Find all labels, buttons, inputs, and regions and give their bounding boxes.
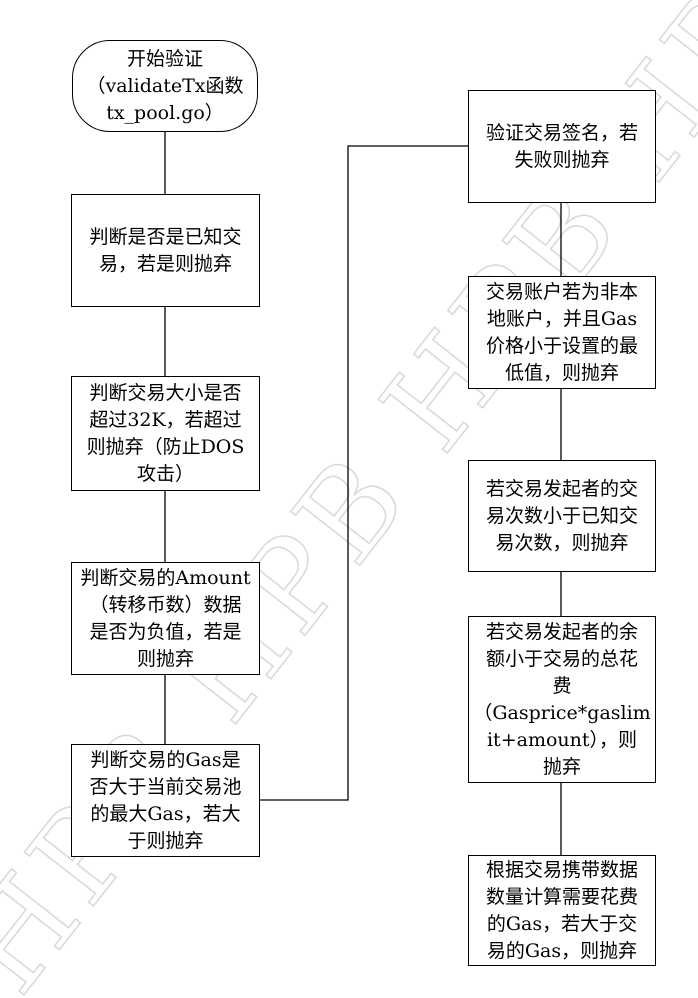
step-gas-limit-check: 判断交易的Gas是 否大于当前交易池 的最大Gas，若大 于则抛弃 xyxy=(71,744,260,857)
step-label: 交易账户若为非本 地账户，并且Gas 价格小于设置的最 低值，则抛弃 xyxy=(485,280,638,384)
step-label: 判断交易的Amount （转移币数）数据 是否为负值，若是 则抛弃 xyxy=(80,566,251,670)
step-label: 若交易发起者的余 额小于交易的总花 费 （Gasprice*gaslim it+… xyxy=(473,620,651,778)
step-label: 判断交易的Gas是 否大于当前交易池 的最大Gas，若大 于则抛弃 xyxy=(89,748,242,852)
start-node: 开始验证 （validateTx函数 tx_pool.go） xyxy=(72,40,258,132)
step-gas-price-check: 交易账户若为非本 地账户，并且Gas 价格小于设置的最 低值，则抛弃 xyxy=(468,276,656,389)
step-size-check: 判断交易大小是否 超过32K，若超过 则抛弃（防止DOS 攻击） xyxy=(71,376,260,491)
step-known-tx: 判断是否是已知交 易，若是则抛弃 xyxy=(71,194,260,307)
step-label: 判断是否是已知交 易，若是则抛弃 xyxy=(89,225,242,275)
step-label: 若交易发起者的交 易次数小于已知交 易次数，则抛弃 xyxy=(485,477,638,554)
step-label: 判断交易大小是否 超过32K，若超过 则抛弃（防止DOS 攻击） xyxy=(86,381,245,485)
step-nonce-check: 若交易发起者的交 易次数小于已知交 易次数，则抛弃 xyxy=(468,460,656,572)
step-balance-check: 若交易发起者的余 额小于交易的总花 费 （Gasprice*gaslim it+… xyxy=(468,616,656,783)
step-label: 根据交易携带数据 数量计算需要花费 的Gas，若大于交 易的Gas，则抛弃 xyxy=(485,858,638,962)
step-amount-check: 判断交易的Amount （转移币数）数据 是否为负值，若是 则抛弃 xyxy=(71,562,260,675)
step-label: 验证交易签名，若 失败则抛弃 xyxy=(485,121,638,171)
start-node-label: 开始验证 （validateTx函数 tx_pool.go） xyxy=(86,47,244,124)
step-intrinsic-gas-check: 根据交易携带数据 数量计算需要花费 的Gas，若大于交 易的Gas，则抛弃 xyxy=(468,855,656,966)
step-signature-check: 验证交易签名，若 失败则抛弃 xyxy=(468,90,656,203)
connector-left-to-right-column xyxy=(260,145,468,801)
